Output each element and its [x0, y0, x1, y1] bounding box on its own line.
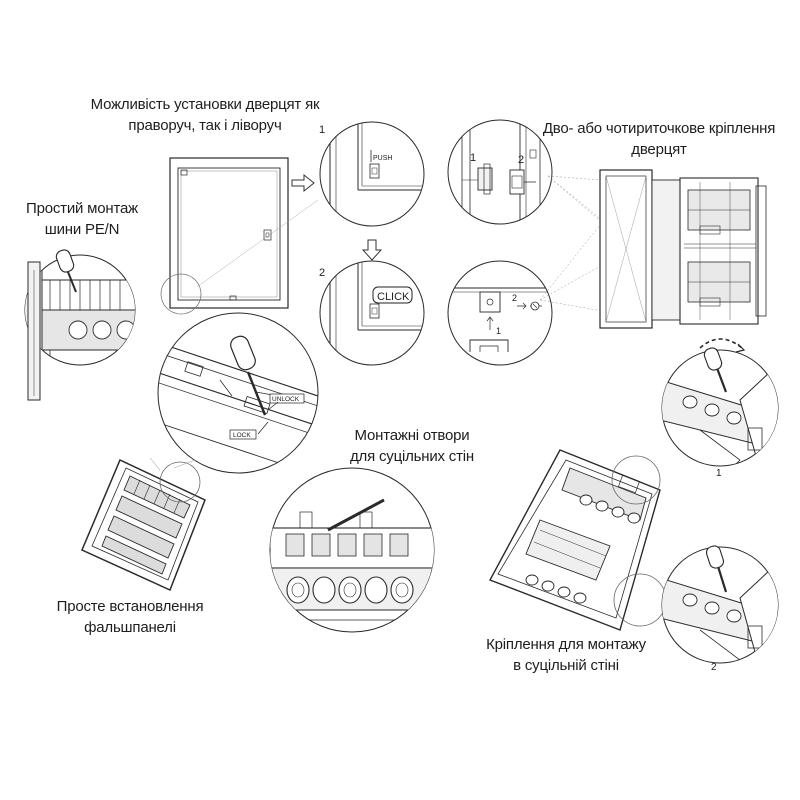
- step-number: 2: [512, 293, 517, 303]
- screwdriver-icon: [230, 335, 267, 416]
- caption-line-2: дверцят: [631, 141, 687, 158]
- caption-line-1: Можливість установки дверцят як: [90, 96, 320, 113]
- caption-mounting-holes: Монтажні отвори для суцільних стін: [312, 425, 512, 467]
- caption-line-1: Кріплення для монтажу: [486, 636, 646, 653]
- caption-door-mounting: Дво- або чотириточкове кріплення дверцят: [528, 118, 790, 160]
- enclosure-side-view: [599, 169, 767, 329]
- caption-line-2: шини PE/N: [44, 221, 120, 238]
- caption-line-2: для суцільних стін: [349, 448, 474, 465]
- caption-line-1: Дво- або чотириточкове кріплення: [542, 120, 776, 137]
- detail-wall-mount-2: 2: [661, 545, 779, 673]
- screwdriver-icon: [705, 545, 728, 593]
- screwdriver-icon: [55, 249, 77, 293]
- detail-mounting-holes: [269, 467, 435, 633]
- caption-line-2: фальшпанелі: [84, 619, 176, 636]
- enclosure-isometric-drawing: [489, 449, 667, 631]
- detail-hinge: 1 2: [447, 119, 553, 225]
- caption-line-1: Просте встановлення: [56, 598, 204, 615]
- detail-wall-mount-1: 1: [661, 338, 779, 479]
- detail-push: PUSH 1: [319, 121, 425, 227]
- caption-door-reversible: Можливість установки дверцят як праворуч…: [60, 94, 350, 136]
- step-number: 1: [496, 326, 501, 336]
- pe-n-enclosure-fragment: [27, 261, 41, 401]
- arrow-right-icon: [291, 173, 315, 193]
- step-number: 2: [319, 267, 325, 279]
- leader-line: [196, 199, 319, 288]
- arrow-down-icon: [361, 239, 383, 261]
- caption-line-2: в суцільній стіні: [513, 657, 619, 674]
- step-number: 1: [470, 152, 476, 164]
- caption-solid-wall: Кріплення для монтажу в суцільній стіні: [466, 634, 666, 676]
- lock-label: LOCK: [233, 432, 251, 439]
- click-label: CLICK: [377, 291, 410, 303]
- step-number: 2: [518, 154, 524, 166]
- caption-false-panel: Просте встановлення фальшпанелі: [40, 596, 220, 638]
- push-label: PUSH: [373, 155, 392, 162]
- caption-line-2: праворуч, так і ліворуч: [128, 117, 282, 134]
- caption-line-1: Простий монтаж: [26, 200, 138, 217]
- door-frame-drawing: [160, 157, 289, 315]
- screwdriver-icon: [703, 347, 728, 393]
- detail-lock: UNLOCK LOCK: [157, 312, 319, 474]
- step-number: 1: [319, 124, 325, 136]
- detail-screw: 2 1: [447, 260, 553, 366]
- detail-click: CLICK 2: [319, 260, 425, 366]
- caption-pe-n-rail: Простий монтаж шини PE/N: [2, 198, 162, 240]
- step-number: 2: [711, 662, 717, 673]
- caption-line-1: Монтажні отвори: [354, 427, 470, 444]
- false-panel-drawing: [81, 457, 206, 592]
- unlock-label: UNLOCK: [272, 396, 300, 403]
- step-number: 1: [716, 468, 722, 479]
